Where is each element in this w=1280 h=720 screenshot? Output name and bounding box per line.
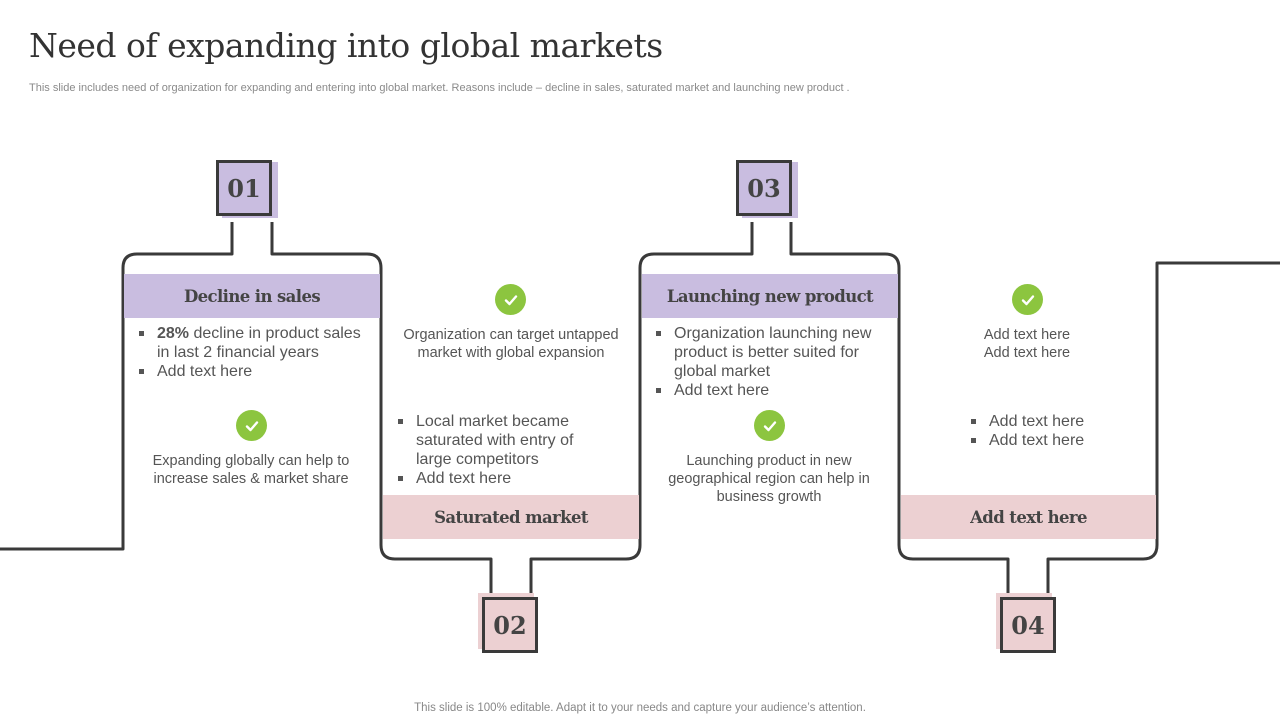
check-circle-icon bbox=[236, 410, 267, 441]
step-heading-02: Saturated market bbox=[383, 495, 639, 539]
bullet-item: Add text here bbox=[970, 412, 1120, 431]
check-circle-icon bbox=[495, 284, 526, 315]
check-text-line: Add text here bbox=[983, 345, 1071, 361]
bullet-text: decline in product sales in last 2 finan… bbox=[157, 325, 361, 361]
step-04-check-text: Add text here Add text here bbox=[927, 326, 1127, 362]
check-circle-icon bbox=[1012, 284, 1043, 315]
footer-note: This slide is 100% editable. Adapt it to… bbox=[414, 702, 866, 714]
bullet-item: Add text here bbox=[397, 469, 597, 488]
step-number-03: 03 bbox=[736, 160, 798, 222]
step-heading-04: Add text here bbox=[901, 495, 1156, 539]
step-number-04: 04 bbox=[996, 593, 1062, 659]
step-number-02: 02 bbox=[478, 593, 544, 659]
step-heading-01: Decline in sales bbox=[124, 274, 380, 318]
step-02-check-text: Organization can target untapped market … bbox=[403, 327, 619, 361]
number-label: 04 bbox=[1000, 597, 1056, 653]
number-label: 03 bbox=[736, 160, 792, 216]
number-label: 02 bbox=[482, 597, 538, 653]
check-text-line: Add text here bbox=[983, 327, 1071, 343]
bullet-item: Organization launching new product is be… bbox=[655, 324, 887, 381]
bullet-item: Add text here bbox=[655, 381, 887, 400]
step-heading-03: Launching new product bbox=[642, 274, 898, 318]
step-03-bullets: Organization launching new product is be… bbox=[655, 324, 887, 400]
check-circle-icon bbox=[754, 410, 785, 441]
bullet-item: Add text here bbox=[138, 362, 368, 381]
step-01-bullets: 28% decline in product sales in last 2 f… bbox=[138, 324, 368, 381]
bullet-item: Add text here bbox=[970, 431, 1120, 450]
page-title: Need of expanding into global markets bbox=[29, 26, 663, 65]
bullet-item: 28% decline in product sales in last 2 f… bbox=[138, 324, 368, 362]
bullet-item: Local market became saturated with entry… bbox=[397, 412, 597, 469]
step-number-01: 01 bbox=[216, 160, 278, 222]
step-02-bullets: Local market became saturated with entry… bbox=[397, 412, 597, 488]
step-04-bullets: Add text here Add text here bbox=[970, 412, 1120, 450]
step-03-check-text: Launching product in new geographical re… bbox=[668, 453, 870, 505]
page-subtitle: This slide includes need of organization… bbox=[29, 82, 850, 94]
bullet-bold: 28% bbox=[157, 325, 190, 342]
step-01-check-text: Expanding globally can help to increase … bbox=[152, 453, 350, 487]
number-label: 01 bbox=[216, 160, 272, 216]
